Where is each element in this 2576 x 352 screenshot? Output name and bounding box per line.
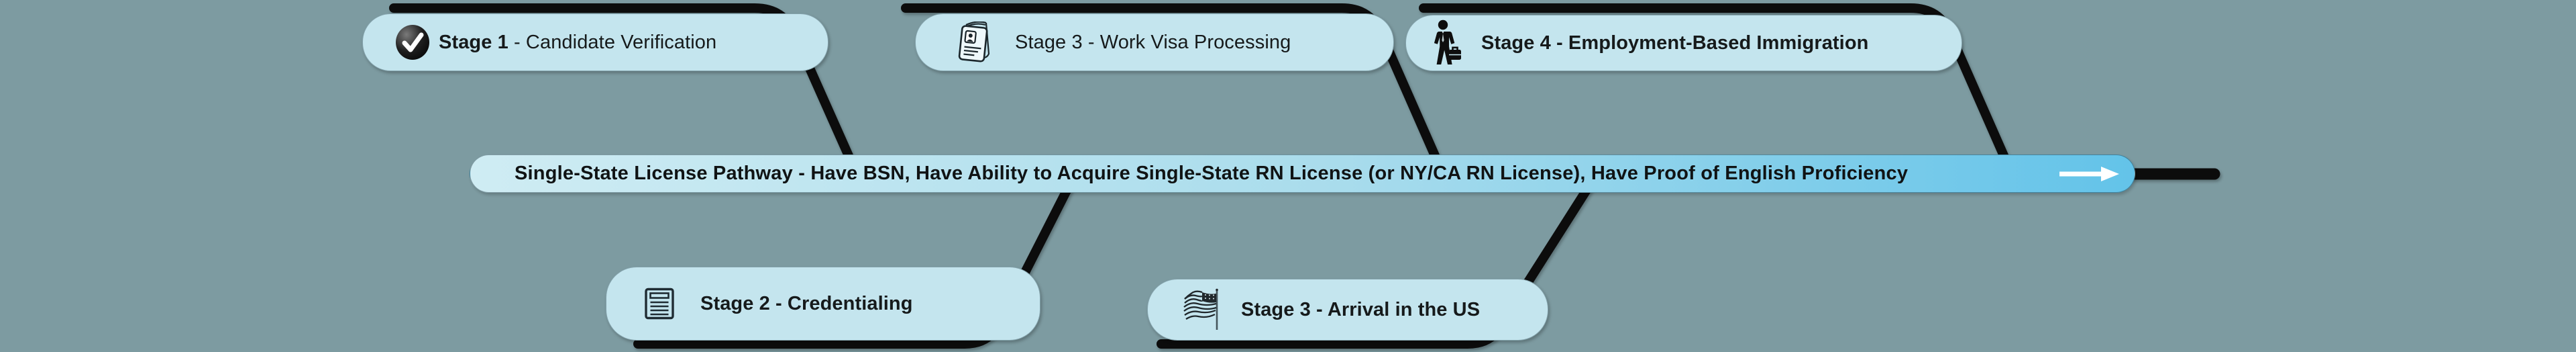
us-flag-icon xyxy=(1182,288,1222,331)
stage-2-label: Stage 2 - Credentialing xyxy=(700,292,913,314)
stage-1-label: Stage 1 - Candidate Verification xyxy=(439,31,717,53)
check-circle-icon xyxy=(395,24,430,60)
businessman-briefcase-icon xyxy=(1430,19,1464,67)
stage-3-visa-label: Stage 3 - Work Visa Processing xyxy=(1015,31,1291,53)
stage-4-label: Stage 4 - Employment-Based Immigration xyxy=(1481,32,1869,54)
pathway-banner-text: Single-State License Pathway - Have BSN,… xyxy=(515,163,1909,184)
right-arrow-icon xyxy=(2059,165,2121,183)
passport-icon xyxy=(957,21,991,63)
stage-1-candidate-verification-badge: Stage 1 - Candidate Verification xyxy=(362,13,828,71)
stage-3-arrival-us-badge: Stage 3 - Arrival in the US xyxy=(1147,279,1548,341)
single-state-license-pathway-banner: Single-State License Pathway - Have BSN,… xyxy=(470,155,2135,193)
stage-3-work-visa-badge: Stage 3 - Work Visa Processing xyxy=(915,13,1394,71)
stage-4-employment-immigration-badge: Stage 4 - Employment-Based Immigration xyxy=(1405,15,1962,71)
document-checklist-icon xyxy=(644,288,675,320)
stage-2-credentialing-badge: Stage 2 - Credentialing xyxy=(606,267,1040,341)
stage-3-arrival-label: Stage 3 - Arrival in the US xyxy=(1241,298,1481,320)
